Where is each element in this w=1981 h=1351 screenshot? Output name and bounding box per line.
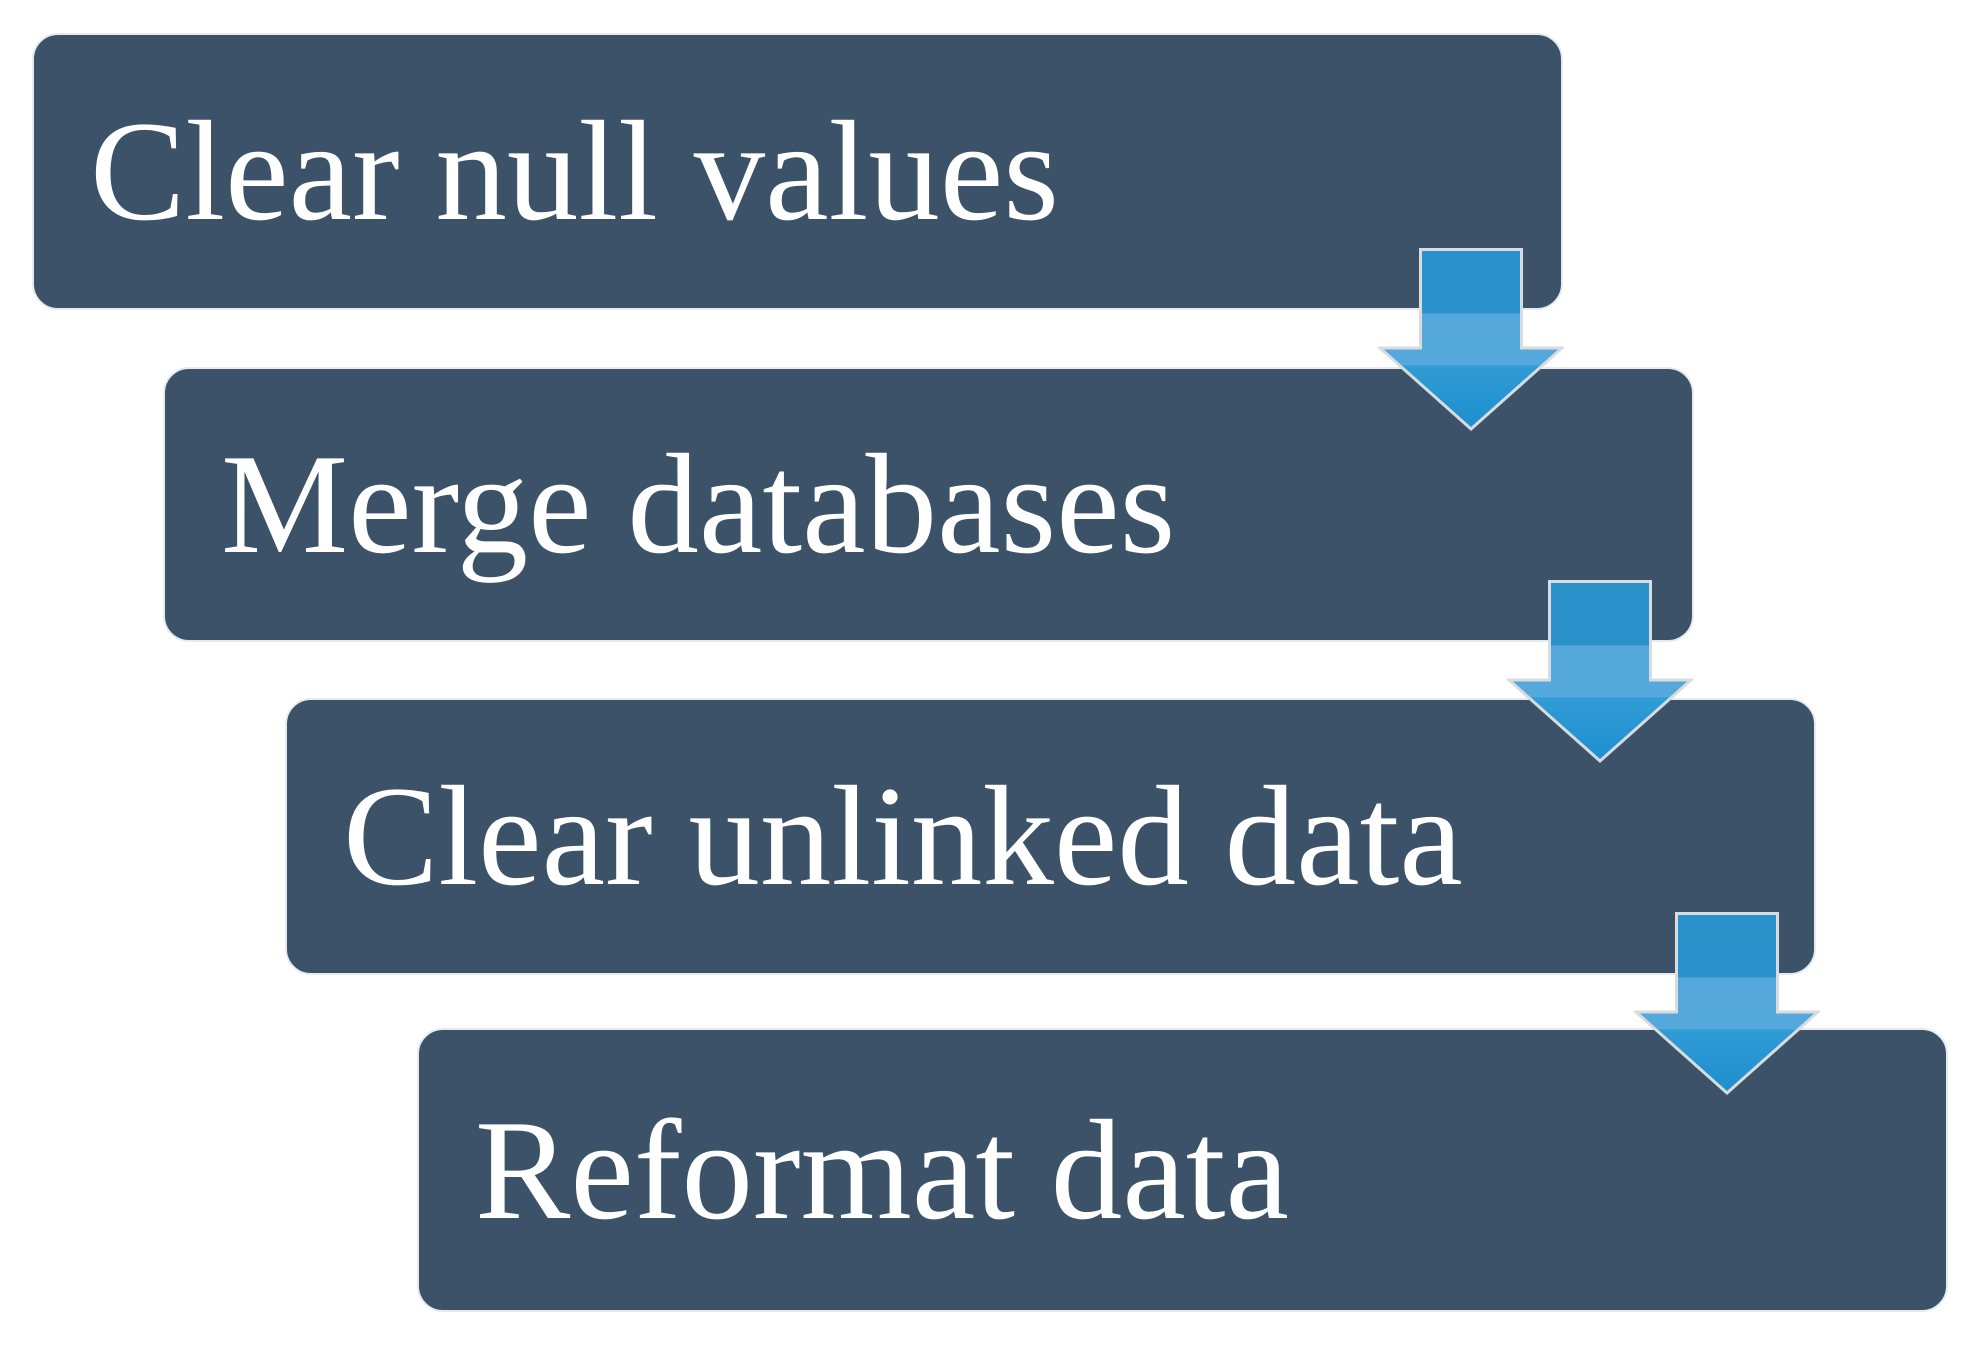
step-box-merge-databases: Merge databases: [163, 367, 1694, 642]
step-box-clear-unlinked-data: Clear unlinked data: [285, 698, 1816, 975]
step-label: Clear null values: [90, 92, 1059, 250]
down-arrow-icon: [1634, 912, 1820, 1095]
step-label: Merge databases: [221, 425, 1176, 583]
step-label: Clear unlinked data: [343, 757, 1463, 915]
step-box-reformat-data: Reformat data: [417, 1028, 1948, 1312]
step-box-clear-null-values: Clear null values: [32, 33, 1563, 310]
down-arrow-icon: [1378, 248, 1564, 431]
down-arrow-icon: [1507, 580, 1693, 763]
step-label: Reformat data: [475, 1090, 1289, 1249]
